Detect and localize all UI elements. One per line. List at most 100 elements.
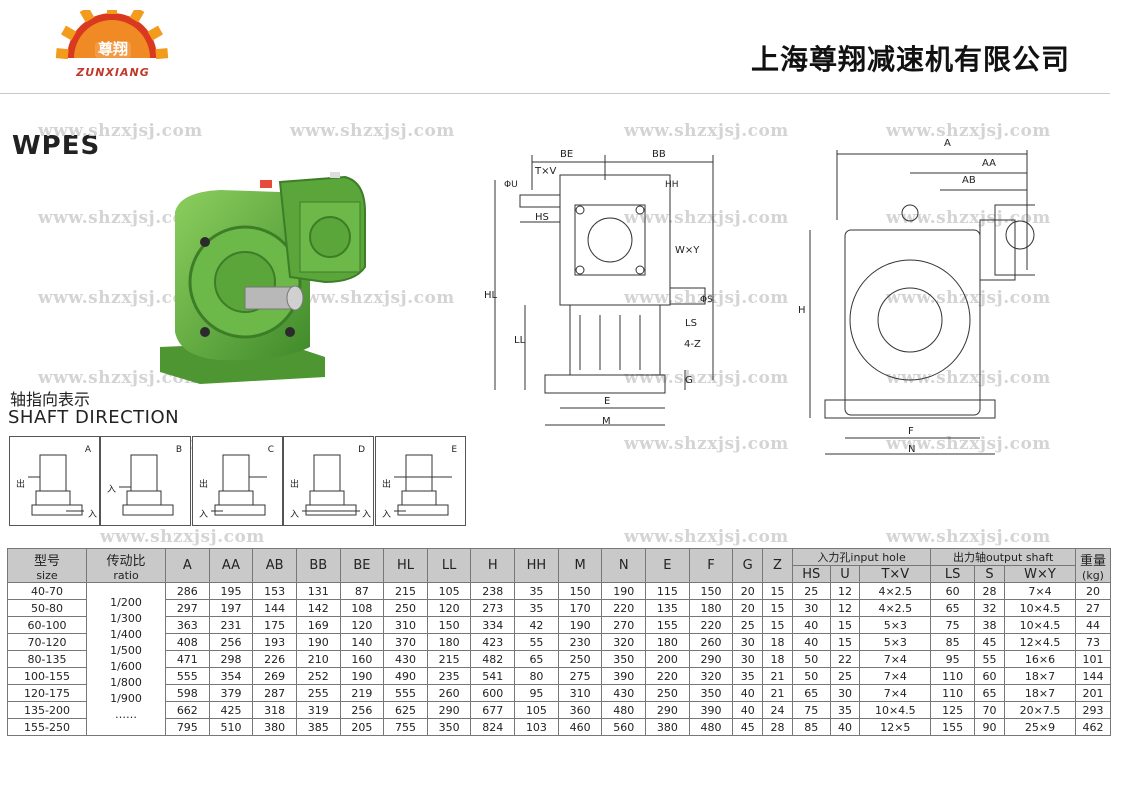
table-cell: 65 [930, 599, 975, 617]
table-cell: 35 [514, 582, 559, 600]
table-cell: 220 [601, 599, 647, 617]
output-label: 出 [290, 480, 300, 490]
table-cell: 260 [426, 684, 472, 702]
watermark: www.shzxjsj.com [886, 434, 1051, 454]
table-cell: 18×7 [1004, 667, 1076, 685]
watermark: www.shzxjsj.com [38, 208, 203, 228]
table-cell: 85 [930, 633, 975, 651]
watermark: www.shzxjsj.com [886, 368, 1051, 388]
table-cell: 350 [688, 684, 734, 702]
table-cell: 55 [973, 650, 1006, 668]
table-cell: 80 [514, 667, 559, 685]
col-header: BE [339, 548, 385, 583]
table-cell: 20 [1075, 582, 1111, 600]
col-header: LL [426, 548, 472, 583]
table-cell: 140 [339, 633, 385, 651]
table-cell: 28 [973, 582, 1006, 600]
gearbox-photo [160, 172, 366, 384]
table-cell: 180 [645, 633, 690, 651]
table-cell: 287 [252, 684, 297, 702]
table-cell: 226 [252, 650, 297, 668]
table-cell: 318 [252, 701, 297, 719]
table-cell: 20 [732, 599, 764, 617]
table-cell: 430 [601, 684, 647, 702]
output-group-header: 出力轴output shaft [930, 548, 1076, 566]
front-view-drawing [809, 150, 1035, 455]
table-cell: 38 [973, 616, 1006, 634]
table-cell: 219 [339, 684, 385, 702]
col-header: F [688, 548, 734, 583]
table-cell: 250 [557, 650, 603, 668]
dim-label: W×Y [675, 245, 700, 256]
company-name: 上海尊翔减速机有限公司 [750, 43, 1070, 76]
table-cell: 21 [762, 667, 793, 685]
dim-label: HL [484, 290, 498, 301]
output-label: 出 [16, 480, 26, 490]
input-label: 入 [88, 510, 98, 520]
col-header: HS [791, 565, 831, 583]
table-cell: 7×4 [859, 667, 932, 685]
col-header: H [470, 548, 516, 583]
table-cell: 319 [295, 701, 341, 719]
table-cell: 40 [732, 701, 764, 719]
table-cell: 12 [829, 582, 861, 600]
dim-label: M [602, 416, 611, 427]
watermark: www.shzxjsj.com [624, 208, 789, 228]
table-cell: 170 [557, 599, 603, 617]
table-cell: 195 [208, 582, 254, 600]
table-cell: 15 [829, 616, 861, 634]
table-cell: 298 [208, 650, 254, 668]
table-cell: 350 [426, 718, 472, 736]
table-cell: 190 [557, 616, 603, 634]
table-cell: 201 [1075, 684, 1111, 702]
table-cell: 75 [930, 616, 975, 634]
table-cell: 150 [426, 616, 472, 634]
shaft-direction-d: D 出 入 入 [283, 436, 374, 526]
table-cell: 205 [339, 718, 385, 736]
table-cell: 18 [762, 633, 793, 651]
col-header: AA [208, 548, 254, 583]
direction-diagram [119, 454, 174, 516]
table-cell: 40 [732, 684, 764, 702]
table-cell: 75 [791, 701, 831, 719]
ratio-value: 1/400 [110, 628, 142, 641]
table-cell: 795 [165, 718, 210, 736]
direction-diagram [28, 454, 84, 516]
table-cell: 310 [383, 616, 428, 634]
table-cell: 12×5 [859, 718, 932, 736]
table-cell: 150 [557, 582, 603, 600]
table-cell: 250 [645, 684, 690, 702]
table-cell: 7×4 [859, 650, 932, 668]
table-cell: 677 [470, 701, 516, 719]
watermark: www.shzxjsj.com [38, 121, 203, 141]
table-cell: 25 [829, 667, 861, 685]
table-cell: 100-155 [7, 667, 87, 685]
ratio-value: 1/800 [110, 676, 142, 689]
table-cell: 30 [732, 633, 764, 651]
table-cell: 35 [732, 667, 764, 685]
table-cell: 73 [1075, 633, 1111, 651]
table-cell: 120-175 [7, 684, 87, 702]
table-cell: 238 [470, 582, 516, 600]
table-cell: 110 [930, 684, 975, 702]
table-cell: 210 [295, 650, 341, 668]
table-cell: 95 [514, 684, 559, 702]
direction-diagram [211, 454, 267, 516]
dim-label: G [685, 375, 693, 386]
watermark: www.shzxjsj.com [624, 434, 789, 454]
table-cell: 120 [339, 616, 385, 634]
table-cell: 190 [295, 633, 341, 651]
table-cell: 87 [339, 582, 385, 600]
table-cell: 273 [470, 599, 516, 617]
watermark: www.shzxjsj.com [290, 288, 455, 308]
table-cell: 20 [732, 582, 764, 600]
table-cell: 200 [645, 650, 690, 668]
table-cell: 230 [557, 633, 603, 651]
table-cell: 65 [514, 650, 559, 668]
table-cell: 275 [557, 667, 603, 685]
ratio-value: 1/900 [110, 692, 142, 705]
dim-label: E [604, 396, 611, 407]
